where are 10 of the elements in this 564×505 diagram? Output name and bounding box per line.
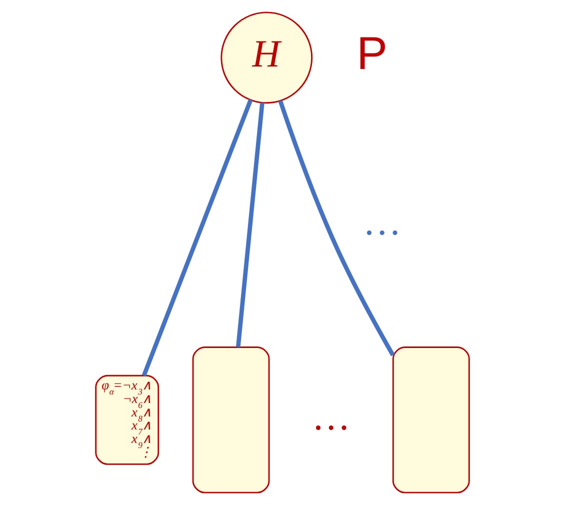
- label: …: [311, 396, 350, 439]
- connector: [235, 102, 264, 348]
- label: …: [362, 202, 401, 244]
- connector: [278, 100, 394, 356]
- node-box: [192, 346, 270, 494]
- node-circle: H: [220, 12, 312, 104]
- label: P: [356, 27, 387, 80]
- node-box: φ$_{α}$=¬x$_{3}$∧ ¬x$_{6}$∧ x$_{8}$∧ x$_{7}$∧ x$_{9}$∧ ⋮: [94, 374, 159, 465]
- connector: [141, 99, 252, 376]
- node-box: [392, 346, 470, 494]
